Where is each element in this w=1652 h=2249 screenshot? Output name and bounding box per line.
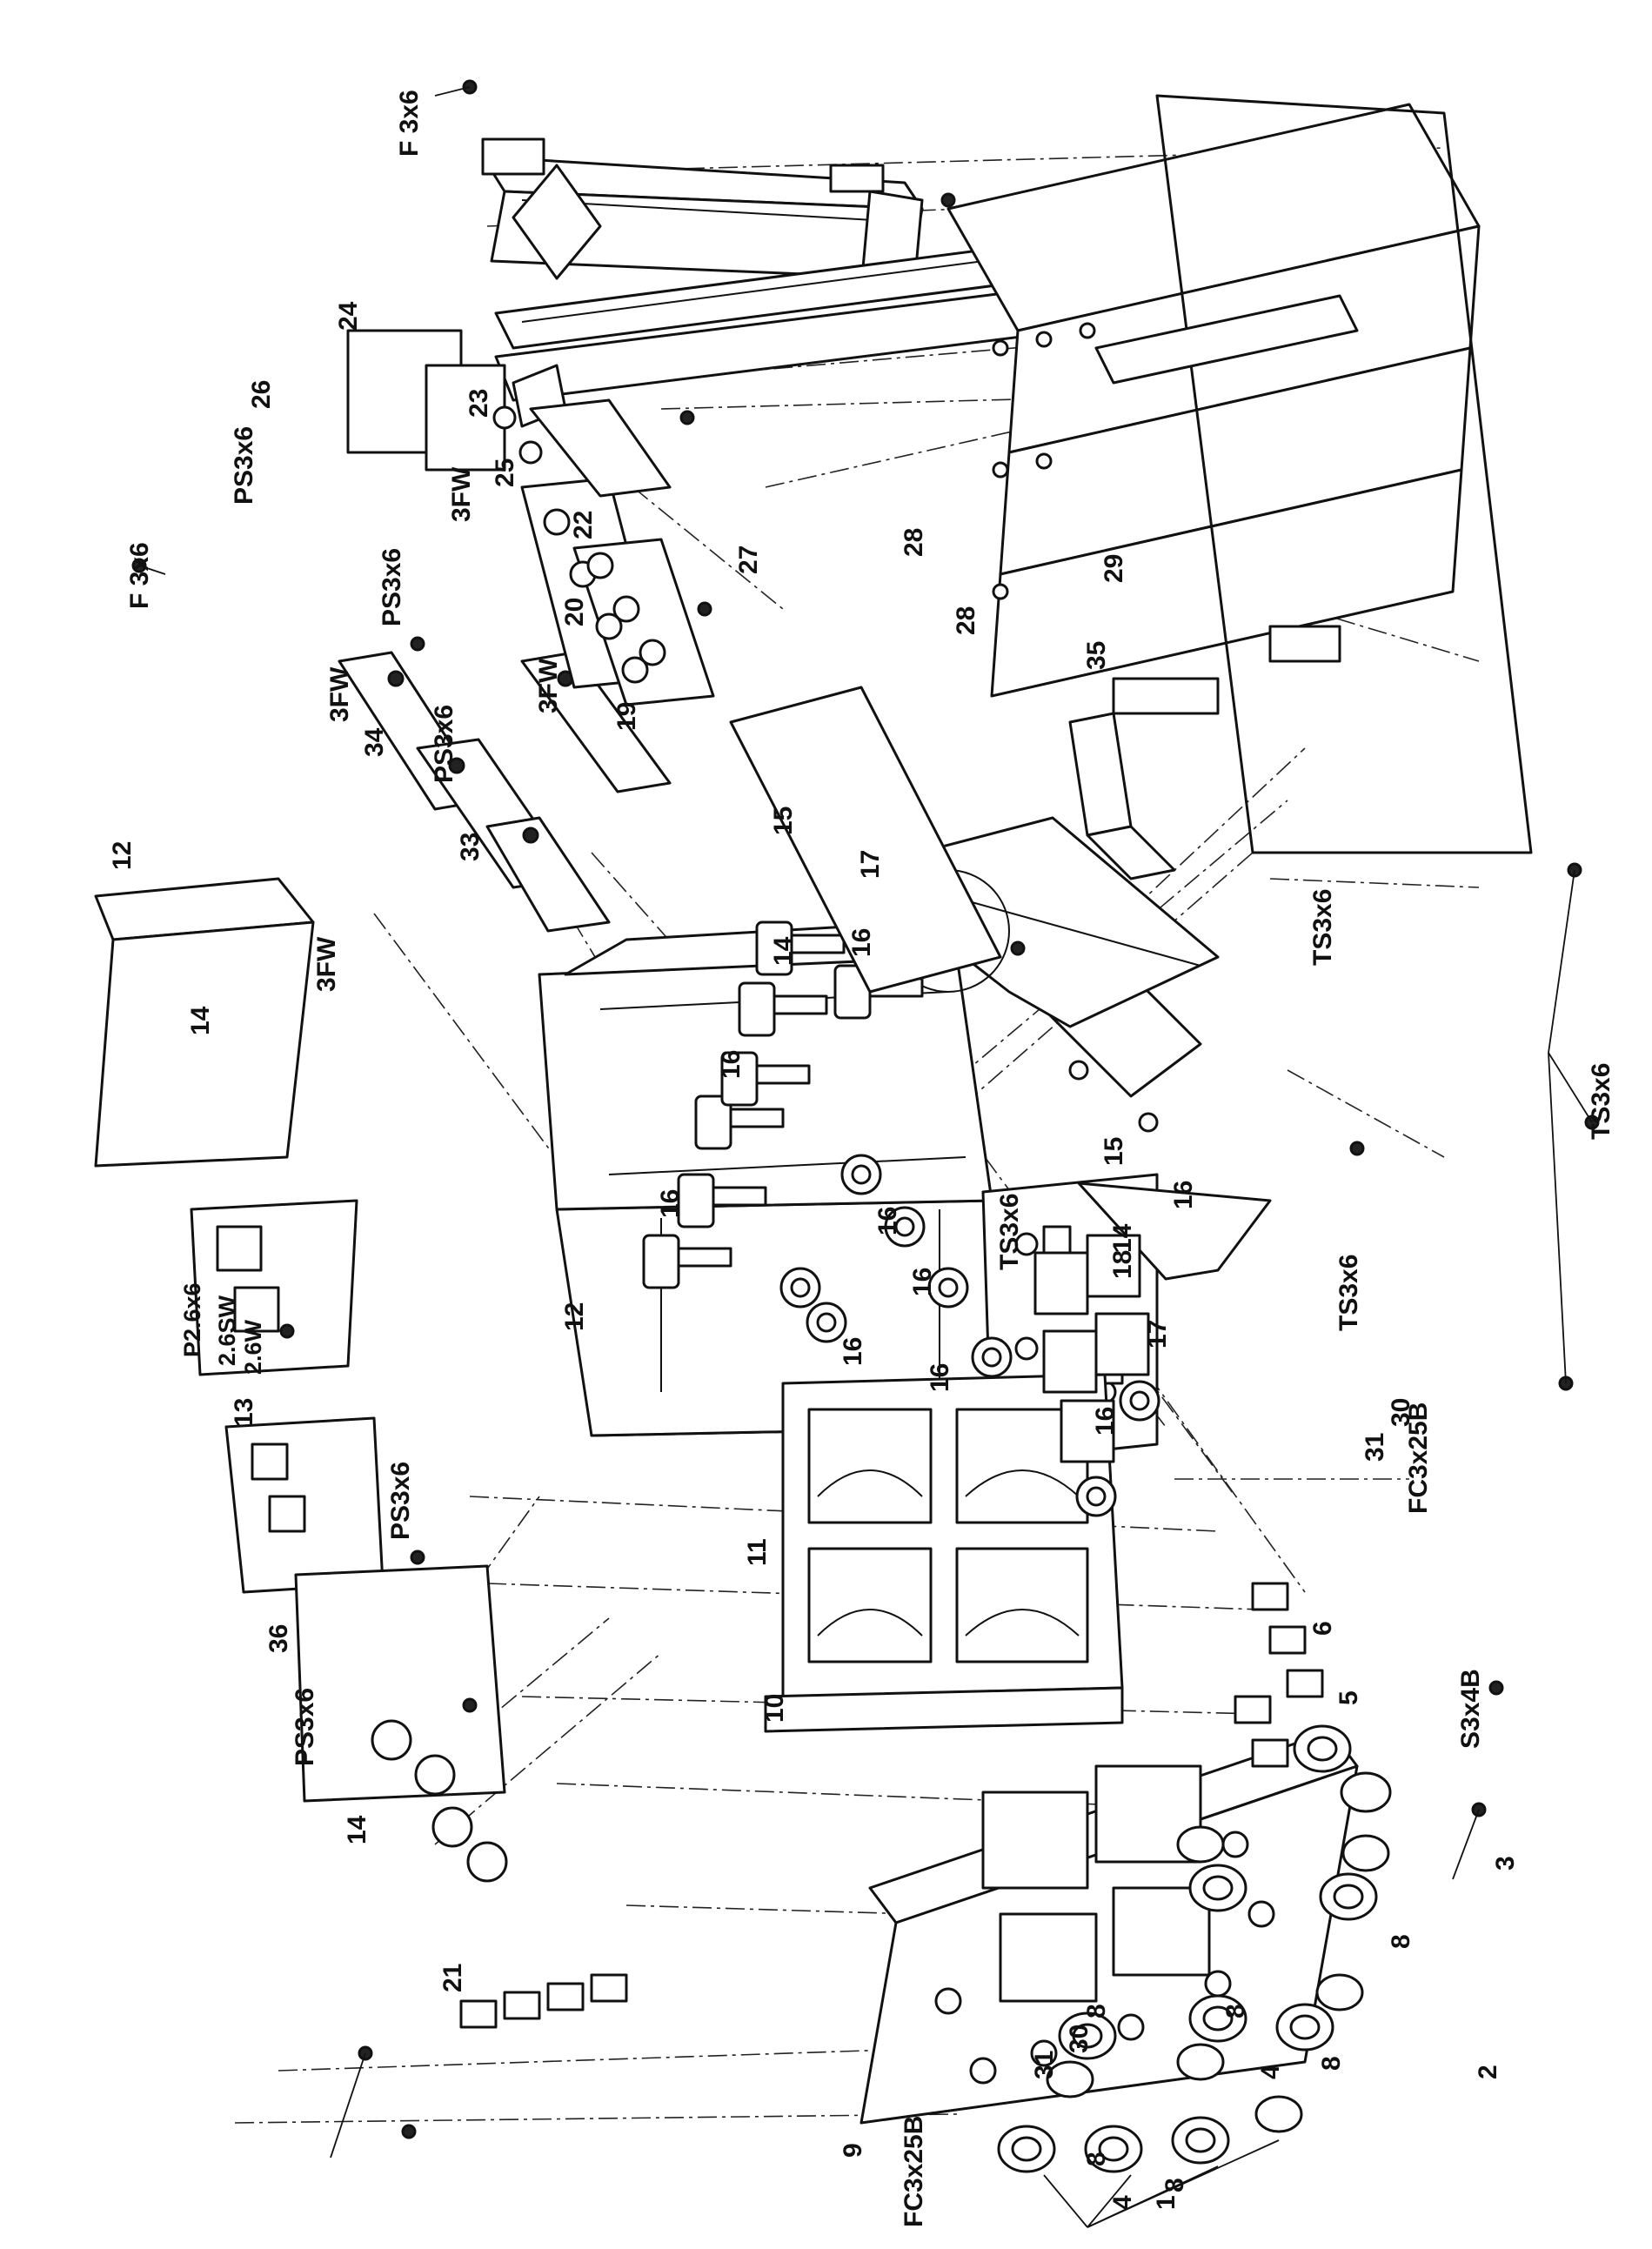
pcb-assemblies [729,94,1533,994]
part-label: 19 [612,702,641,731]
part-label: 8 [1160,2178,1189,2192]
front-knobs [997,1724,1392,2228]
part-labels: 1 2 3 4 4 5 6 8 8 8 8 8 8 9 10 11 12 12 … [108,90,1615,2227]
hardware-label: PS3x6 [430,705,458,783]
part-label: 13 [230,1398,258,1427]
part-label: 8 [1221,2004,1250,2018]
part-label: 14 [1108,1223,1137,1253]
hardware-label: 3FW [534,658,563,713]
part-label: 8 [1387,1934,1415,1949]
front-panel [859,1730,1359,2125]
part-label: 28 [900,528,928,557]
small-brackets [338,651,672,933]
hardware-label: 3FW [312,936,341,992]
part-label: 31 [1030,2051,1059,2079]
part-label: 16 [847,928,876,957]
part-label: 28 [952,606,980,635]
part-label: 30 [1065,2025,1094,2053]
part-label: 4 [1108,2195,1137,2210]
part-label: 25 [491,459,519,487]
terminal-boards [346,329,715,706]
part-label: 15 [1100,1137,1128,1166]
part-label: 35 [1082,641,1111,670]
part-label: 10 [760,1694,789,1723]
rear-rail [481,137,924,298]
part-label: 24 [334,301,363,331]
part-label: 16 [926,1363,954,1392]
leader-lines [138,86,1593,1384]
part-label: 2 [1474,2065,1502,2079]
part-label: 12 [108,841,137,870]
hardware-label: TS3x6 [995,1194,1024,1270]
part-label: 11 [743,1538,772,1566]
hardware-label: 3FW [447,466,476,522]
hardware-label: PS3x6 [386,1462,415,1540]
hardware-label: TS3x6 [1587,1063,1615,1140]
part-label: 29 [1100,554,1128,583]
part-label: 14 [769,936,798,966]
part-label: 16 [1169,1181,1198,1209]
hardware-label: PS3x6 [230,426,258,505]
potentiometer-group [642,903,967,1289]
part-label: 27 [734,546,763,574]
part-label: 22 [569,511,598,539]
hardware-label: TS3x6 [1308,889,1337,966]
part-label: 16 [908,1268,937,1296]
part-label: 17 [856,850,885,879]
part-label: 30 [1387,1398,1415,1427]
hardware-label: F 3x6 [395,90,424,157]
part-label: 14 [343,1815,371,1844]
part-label: 1 [1152,2195,1180,2210]
part-label: 16 [873,1207,902,1235]
part-label: 17 [1143,1320,1172,1349]
hardware-label: S3x4B [1456,1669,1485,1749]
part-label: 8 [1082,2004,1111,2018]
part-label: 6 [1308,1621,1337,1636]
part-label: 15 [769,807,798,835]
hardware-label: F 3x6 [125,542,154,609]
part-label: 31 [1361,1433,1389,1462]
part-label: 16 [717,1050,746,1079]
part-label: 34 [360,727,389,757]
hardware-label: 2.6W [240,1319,266,1375]
part-label: 9 [839,2143,867,2158]
part-label: 16 [1091,1407,1120,1436]
part-label: 23 [465,389,493,418]
hardware-label: PS3x6 [291,1688,319,1766]
part-label: 21 [438,1964,467,1992]
part-label: 36 [264,1624,293,1653]
part-label: 8 [1082,2152,1111,2166]
mounting-bracket [1068,712,1176,880]
part-label: 33 [456,833,485,861]
part-label: 16 [839,1337,867,1366]
part-label: 18 [1108,1250,1137,1279]
part-label: 14 [186,1006,215,1035]
hardware-label: FC3x25B [900,2116,928,2227]
left-sub-assemblies [94,877,628,2029]
hardware-label: 2.6SW [214,1295,240,1366]
part-label: 26 [247,380,276,409]
part-label: 8 [1317,2056,1346,2071]
hardware-label: TS3x6 [1334,1255,1363,1331]
hardware-label: FC3x25B [1404,1402,1433,1514]
part-label: 20 [560,598,589,626]
hardware-label: 3FW [325,666,354,722]
hardware-label: PS3x6 [378,548,406,626]
part-label: 3 [1491,1856,1520,1871]
part-label: 12 [560,1302,589,1331]
meter-panel [764,1373,1124,1733]
hardware-label: P2.6x6 [179,1282,205,1357]
switch-blocks [1033,1234,1324,1768]
part-label: 4 [1256,2065,1285,2079]
jacks-and-rings [779,1154,1160,1517]
part-label: 5 [1334,1690,1363,1705]
part-label: 16 [656,1189,685,1218]
